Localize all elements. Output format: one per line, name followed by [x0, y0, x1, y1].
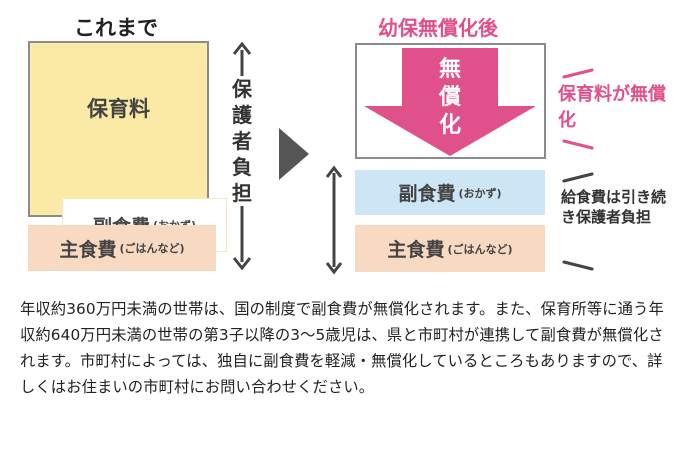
down-arrow-icon: [364, 48, 536, 156]
pink-dash-bottom: [562, 139, 594, 150]
pink-dash-top: [562, 68, 594, 79]
side-dish-box-after: 副食費 (おかず): [355, 170, 545, 215]
main-dish-box-after: 主食費 (ごはんなど): [355, 225, 545, 272]
side-dish-label: 副食費: [398, 183, 456, 205]
main-dish-note: (ごはんなど): [119, 242, 185, 255]
parent-burden-label: 保護者負担: [228, 76, 256, 206]
gray-dash-top: [562, 172, 594, 183]
main-dish-note: (ごはんなど): [447, 242, 513, 256]
description-paragraph: 年収約360万円未満の世帯は、国の制度で副食費が無償化されます。また、保育所等に…: [20, 300, 664, 396]
side-dish-note: (おかず): [458, 186, 502, 200]
right-triangle-icon: [279, 128, 309, 180]
main-dish-label: 主食費: [387, 239, 445, 261]
hoiku-fee-box: 保育料 副食費 (おかず): [28, 41, 227, 252]
free-label: 無償化: [438, 57, 461, 138]
burden-note: 給食費は引き続き保護者負担: [561, 188, 667, 226]
hoiku-fee-label: 保育料: [87, 97, 150, 121]
main-dish-box-before: 主食費 (ごはんなど): [28, 225, 216, 271]
gray-dash-bottom: [562, 260, 594, 271]
after-title: 幼保無償化後: [378, 16, 498, 40]
free-note: 保育料が無償化: [558, 84, 666, 131]
main-dish-label: 主食費: [59, 238, 117, 261]
double-arrow-icon: [325, 165, 343, 275]
before-title: これまで: [74, 16, 158, 40]
